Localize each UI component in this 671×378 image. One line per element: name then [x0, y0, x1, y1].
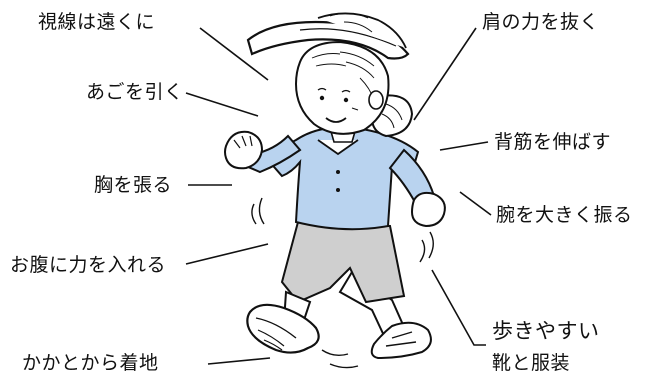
- label-shoes-line2: 靴と服装: [492, 352, 571, 374]
- back-shoe: [370, 321, 432, 360]
- front-fist: [224, 130, 264, 170]
- shorts: [280, 220, 406, 304]
- leader-chin: [185, 92, 259, 117]
- label-back: 背筋を伸ばす: [494, 131, 612, 153]
- leader-back: [439, 141, 489, 151]
- leader-belly: [185, 243, 269, 265]
- leader-shoulders: [413, 27, 477, 121]
- motion-lines: [251, 197, 434, 369]
- label-chest: 胸を張る: [94, 174, 173, 196]
- label-shoes-line1: 歩きやすい: [492, 319, 600, 343]
- label-arms: 腕を大きく振る: [496, 204, 633, 226]
- label-shoulders: 肩の力を抜く: [482, 11, 600, 33]
- leader-shoes: [431, 269, 486, 346]
- label-gaze: 視線は遠くに: [38, 11, 156, 33]
- label-chin: あごを引く: [86, 81, 184, 103]
- label-belly: お腹に力を入れる: [10, 254, 167, 276]
- leader-gaze: [199, 27, 269, 81]
- leader-arms: [459, 191, 492, 216]
- back-fist: [410, 191, 446, 228]
- label-heel: かかとから着地: [22, 352, 159, 374]
- shirt: [266, 126, 420, 231]
- back-leg: [338, 270, 432, 360]
- leader-heel: [207, 357, 271, 365]
- leader-lines: [185, 27, 492, 365]
- front-leg: [246, 290, 320, 354]
